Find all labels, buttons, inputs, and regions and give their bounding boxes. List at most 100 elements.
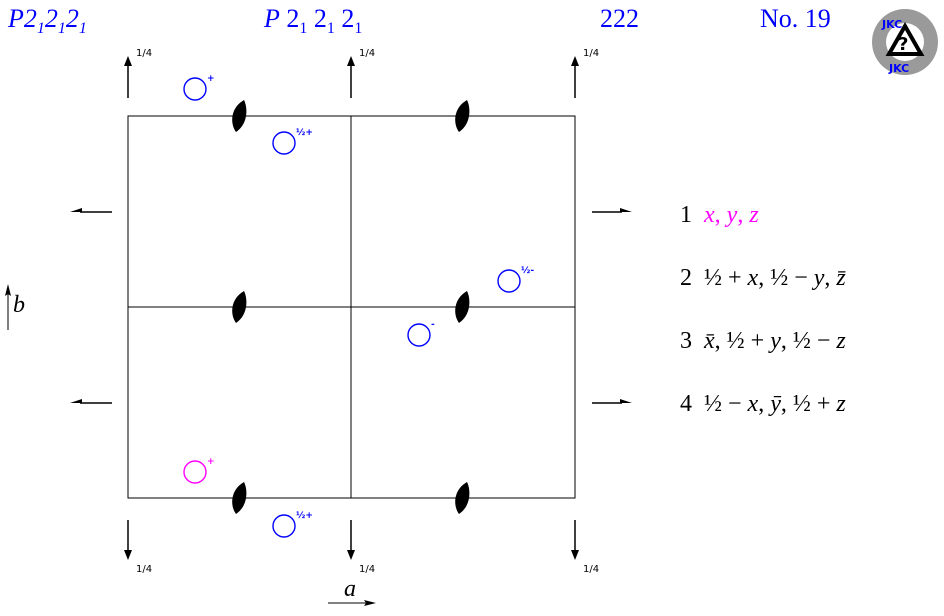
position-y-bar: ȳ (768, 391, 781, 417)
short-symbol-sub-1: 1 (37, 20, 45, 37)
arrow-up-icon (571, 56, 579, 66)
group-number: No. 19 (760, 4, 831, 33)
height-label: 1/4 (583, 564, 599, 575)
position-op: − (788, 265, 814, 291)
position-z: z (748, 202, 759, 228)
arrow-up-icon (5, 284, 11, 296)
short-symbol-2-a: 2 (45, 4, 58, 33)
position-half: ½ (793, 328, 811, 354)
logo-badge-glyph: ? (898, 34, 908, 55)
height-label: 1/4 (583, 48, 599, 59)
position-z: z (835, 328, 846, 354)
point-group: 222 (600, 4, 639, 33)
marker-circle (407, 323, 431, 347)
arrow-left-icon (70, 208, 82, 212)
position-half: ½ (704, 391, 722, 417)
position-index: 3 (680, 328, 692, 354)
position-z-bar: z̄ (835, 265, 846, 291)
screw-axis-symbol (455, 100, 470, 132)
full-symbol-sub-1: 1 (299, 20, 307, 37)
position-half: ½ (704, 265, 722, 291)
position-half: ½ (793, 391, 811, 417)
position-half: ½ (770, 265, 788, 291)
screw-axes-bottom: 1/4 1/4 1/4 (124, 520, 599, 575)
arrow-down-icon (571, 550, 579, 560)
screw-axis-symbol (232, 291, 247, 323)
short-symbol: P212121 (7, 4, 87, 37)
position-sep: , (758, 391, 770, 417)
position-marker: + (183, 457, 215, 484)
screw-axes-horizontal (70, 208, 632, 404)
marker-circle (183, 460, 207, 484)
position-y: y (768, 328, 781, 354)
position-sep: , (715, 202, 727, 228)
short-symbol-base: P2 (7, 4, 37, 33)
marker-circle (183, 77, 207, 101)
screw-axis-symbol (232, 100, 247, 132)
marker-circle (272, 131, 296, 155)
marker-sign: ½+ (296, 510, 313, 521)
position-marker: ½+ (272, 127, 313, 155)
marker-sign: ½- (521, 265, 534, 276)
position-sep: , (737, 202, 749, 228)
screw-axes-top: 1/4 1/4 1/4 (124, 48, 599, 98)
axis-a-label: a (344, 576, 356, 602)
full-symbol-2b: 2 (307, 4, 327, 33)
position-op: + (811, 391, 837, 417)
marker-sign: - (431, 320, 435, 330)
full-symbol-sub-3: 1 (354, 20, 362, 37)
height-label: 1/4 (136, 564, 152, 575)
short-symbol-2-b: 2 (66, 4, 79, 33)
position-sep: , (824, 265, 836, 291)
unit-cell-grid (127, 115, 576, 499)
marker-circle (497, 269, 521, 293)
position-y: y (725, 202, 738, 228)
full-symbol-sub-2: 1 (327, 20, 335, 37)
position-op: + (722, 265, 748, 291)
position-marker: ½+ (272, 510, 313, 538)
position-x: x (747, 265, 759, 291)
height-label: 1/4 (359, 48, 375, 59)
screw-axis-symbol (455, 482, 470, 514)
full-symbol: P 21 21 21 (263, 4, 362, 37)
position-op: − (811, 328, 837, 354)
position-index: 4 (680, 391, 692, 417)
arrow-right-icon (620, 208, 632, 212)
position-op: + (745, 328, 771, 354)
screw-axis-symbol (232, 482, 247, 514)
full-symbol-2c: 2 (335, 4, 355, 33)
screw-symbols (232, 100, 470, 514)
position-index: 2 (680, 265, 692, 291)
position-sep: , (781, 391, 793, 417)
logo-letters-bottom: JKC (888, 62, 909, 75)
position-markers: + ½+ ½- - + ½+ (183, 74, 534, 538)
marker-circle (272, 514, 296, 538)
position-x: x (703, 202, 715, 228)
arrow-down-icon (124, 550, 132, 560)
logo-letters-top: JKC (881, 18, 902, 31)
screw-axis-symbol (455, 291, 470, 323)
position-sep: , (758, 265, 770, 291)
marker-sign: + (207, 74, 215, 84)
position-op: − (722, 391, 748, 417)
position-z: z (835, 391, 846, 417)
arrow-up-icon (124, 56, 132, 66)
short-symbol-sub-3: 1 (79, 20, 87, 37)
arrow-right-icon (620, 399, 632, 403)
axis-a: a (328, 576, 376, 606)
position-marker: ½- (497, 265, 534, 293)
arrow-down-icon (347, 550, 355, 560)
position-sep: , (715, 328, 727, 354)
height-label: 1/4 (359, 564, 375, 575)
position-x-bar: x̄ (703, 328, 715, 354)
jkc-logo: ? JKC JKC (872, 9, 938, 75)
height-label: 1/4 (136, 48, 152, 59)
arrow-up-icon (347, 56, 355, 66)
arrow-left-icon (70, 399, 82, 403)
